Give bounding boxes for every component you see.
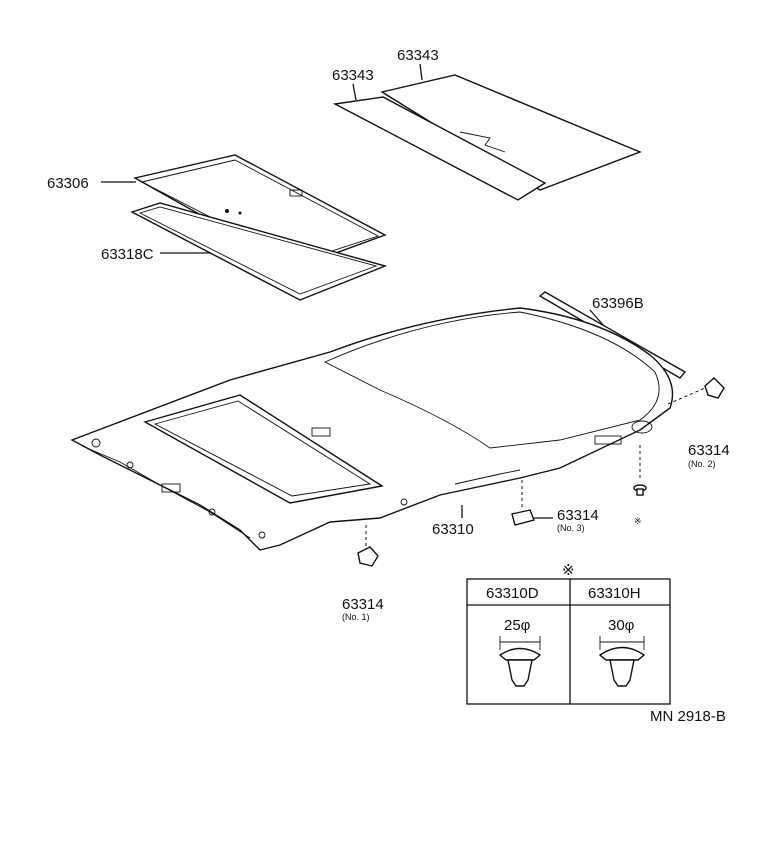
label-63314-no1: 63314: [342, 596, 384, 613]
label-63314-no2: 63314: [688, 442, 730, 459]
label-63314-no2-sub: (No. 2): [688, 459, 716, 469]
clip-table: ※ 63310D 63310H 25φ 30φ: [466, 562, 671, 705]
clip-table-mark: ※: [562, 562, 575, 579]
part-clip-asterisk: [633, 445, 647, 496]
label-63306: 63306: [47, 175, 89, 192]
clip-table-col2-size: 30φ: [608, 617, 635, 634]
label-63314-no3-sub: (No. 3): [557, 523, 585, 533]
label-63343-a: 63343: [332, 67, 374, 84]
label-63314-no1-sub: (No. 1): [342, 612, 370, 622]
part-63343-panels: [332, 63, 642, 201]
label-63314-no3: 63314: [557, 507, 599, 524]
part-63314-no1: [357, 525, 379, 567]
clip-table-col2-part: 63310H: [588, 585, 641, 602]
part-63318c-frame: [130, 202, 388, 301]
part-63314-no3: [511, 480, 553, 526]
part-63310-headliner: [70, 307, 674, 551]
asterisk-mark: ※: [634, 516, 642, 526]
diagram-code: MN 2918-B: [650, 708, 726, 725]
label-63396b: 63396B: [592, 295, 644, 312]
clip-63310h-icon: [598, 646, 646, 661]
label-63343-b: 63343: [397, 47, 439, 64]
clip-table-col1-size: 25φ: [504, 617, 531, 634]
clip-table-col1-part: 63310D: [486, 585, 539, 602]
clip-63310d-icon: [498, 647, 542, 661]
label-63310: 63310: [432, 521, 474, 538]
part-63314-no2: [667, 377, 725, 405]
label-63318c: 63318C: [101, 246, 154, 263]
